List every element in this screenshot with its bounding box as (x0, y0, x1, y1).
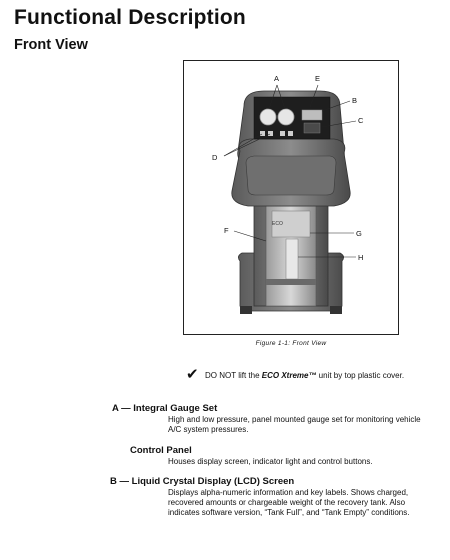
item-b-title-text: Liquid Crystal Display (LCD) Screen (131, 476, 295, 487)
figure-caption: Figure 1-1: Front View (255, 340, 327, 347)
item-control-panel-description: Houses display screen, indicator light a… (168, 457, 373, 466)
callout-e: E (315, 74, 320, 83)
check-icon: ✔ (186, 366, 199, 383)
item-a-title-text: Integral Gauge Set (133, 403, 218, 414)
note-product-name: ECO Xtreme™ (261, 371, 317, 380)
item-b-description: Displays alpha-numeric information and k… (168, 488, 410, 517)
note-text-after: unit by top plastic cover. (316, 371, 405, 380)
item-a-title: A — Integral Gauge Set (112, 403, 217, 414)
callout-c: C (358, 116, 364, 125)
figure-frame: ECO A E B C D F G H (183, 60, 399, 335)
callout-f: F (224, 226, 229, 235)
item-a: A — Integral Gauge Set (112, 403, 217, 414)
callout-d: D (212, 153, 218, 162)
item-a-prefix: A — (112, 403, 134, 414)
page-title: Functional Description (14, 6, 246, 29)
item-b: B — Liquid Crystal Display (LCD) Screen (110, 476, 294, 487)
item-b-title: B — Liquid Crystal Display (LCD) Screen (110, 476, 294, 487)
callout-h: H (358, 253, 363, 262)
section-title: Front View (14, 37, 88, 53)
callout-g: G (356, 229, 362, 238)
item-control-panel-title: Control Panel (130, 445, 192, 456)
machine-illustration: ECO A E B C D F G H (212, 74, 364, 314)
callout-b: B (352, 96, 357, 105)
callout-a: A (274, 74, 279, 83)
item-a-description: High and low pressure, panel mounted gau… (168, 415, 421, 434)
note-text: DO NOT lift the ECO Xtreme™ unit by top … (205, 371, 420, 381)
note-text-before: DO NOT lift the (205, 371, 262, 380)
item-b-prefix: B — (110, 476, 132, 487)
unit-logo-text: ECO (272, 221, 283, 227)
